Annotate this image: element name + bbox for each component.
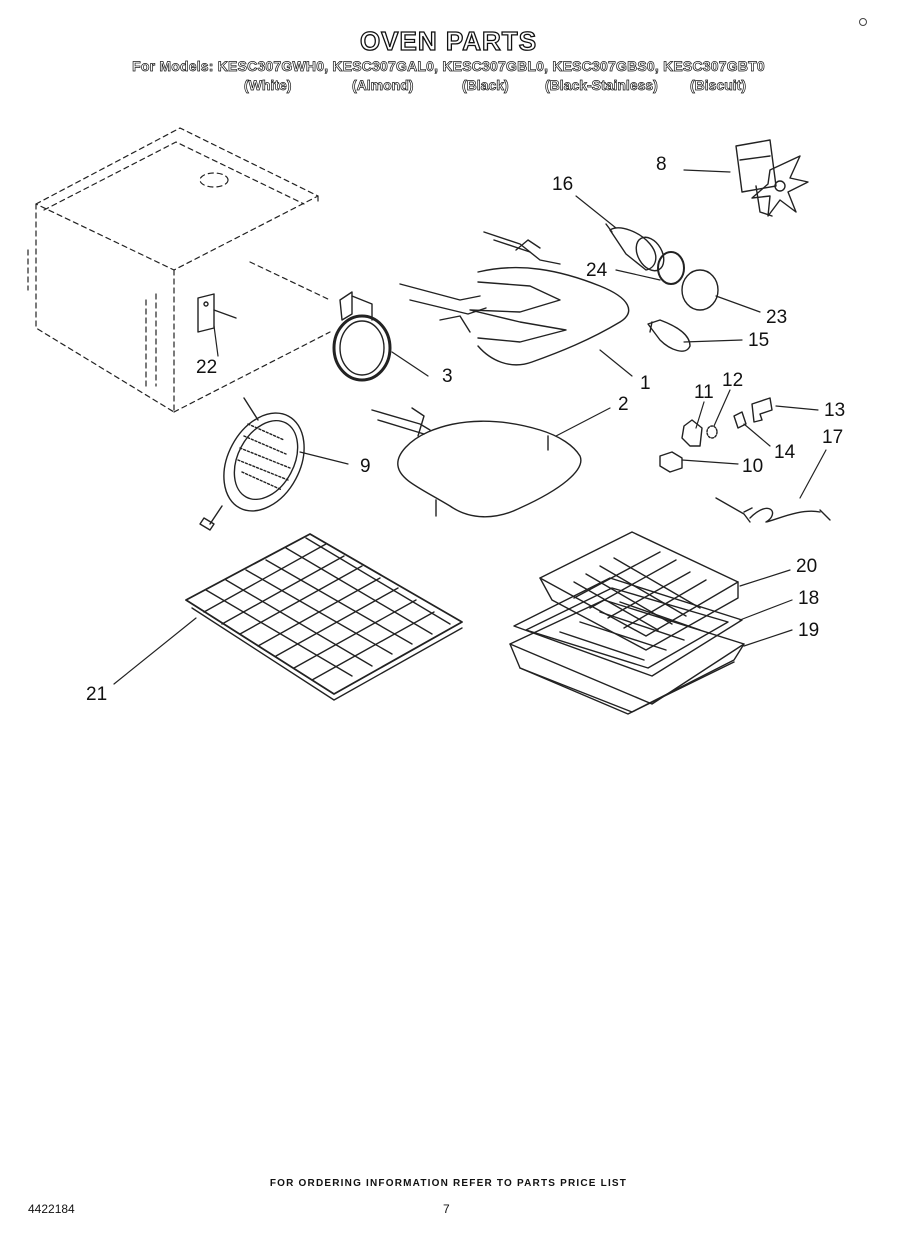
part-11-bracket [681,419,703,447]
leader-12 [713,389,731,427]
callout-9: 9 [360,456,371,477]
callout-19: 19 [798,620,819,641]
leader-3 [391,351,429,377]
leader-17 [799,449,827,499]
leader-8 [683,169,731,173]
leader-1 [599,349,633,377]
leader-9 [299,451,349,465]
part-12-washer [706,425,718,439]
part-23-lamp-lens [681,269,719,311]
color-white: (White) [244,77,292,94]
callout-15: 15 [748,330,769,351]
part-19-broiler-pan [509,599,745,715]
color-biscuit: (Biscuit) [690,77,747,94]
callout-2: 2 [618,394,629,415]
leader-10 [681,459,739,465]
callout-17: 17 [822,427,843,448]
page-title: OVEN PARTS [359,25,538,56]
leader-lines [113,169,827,685]
part-2-broil-element [371,407,582,518]
leader-21 [113,617,197,685]
leader-22 [213,325,219,357]
leader-14 [743,423,771,447]
callout-12: 12 [722,370,743,391]
color-almond: (Almond) [352,77,414,94]
callout-22: 22 [196,357,217,378]
part-21-oven-rack [185,533,463,701]
part-10-nut [659,451,683,473]
document-number: 4422184 [28,1202,75,1216]
corner-registration-mark [859,18,867,26]
callout-13: 13 [824,400,845,421]
part-1-convection-element [399,231,630,366]
color-black-stainless: (Black-Stainless) [545,77,659,94]
leader-13 [775,405,819,411]
leader-2 [555,407,611,437]
callout-14: 14 [774,442,796,463]
part-3-fan-shroud [332,291,392,382]
part-14-screw [733,411,747,429]
page-number: 7 [443,1202,450,1216]
part-18-broiler-pan-insert [513,577,743,677]
callout-24: 24 [586,260,608,281]
color-black: (Black) [462,77,509,94]
leader-16 [575,195,617,229]
callout-11: 11 [694,382,714,403]
part-17-temperature-sensor [715,497,831,523]
part-22-bracket [197,293,237,333]
leader-19 [743,629,793,647]
callout-21: 21 [86,684,107,705]
oven-cavity [27,127,331,413]
callout-16: 16 [552,174,573,195]
callout-8: 8 [656,154,667,175]
callout-3: 3 [442,366,453,387]
part-16-lamp-socket [605,223,665,272]
callout-23: 23 [766,307,787,328]
ordering-note: FOR ORDERING INFORMATION REFER TO PARTS … [269,1178,628,1189]
leader-24 [615,269,661,281]
part-15-light-bulb [647,319,691,352]
part-8-fan-motor [735,139,809,217]
callout-18: 18 [798,588,819,609]
leader-20 [739,569,791,587]
callout-10: 10 [742,456,763,477]
callout-20: 20 [796,556,817,577]
leader-23 [715,295,761,313]
leader-15 [683,339,743,343]
part-20-broiler-grid [539,531,739,651]
part-9-fan-cover [199,397,305,531]
part-24-gasket [657,251,685,285]
leader-18 [739,599,793,621]
leader-11 [695,401,705,429]
callout-labels: 8 16 24 23 15 1 2 3 22 9 10 11 12 13 14 … [86,154,845,705]
part-13-clip [751,397,773,423]
callout-1: 1 [640,373,651,394]
model-list: For Models: KESC307GWH0, KESC307GAL0, KE… [132,58,765,75]
